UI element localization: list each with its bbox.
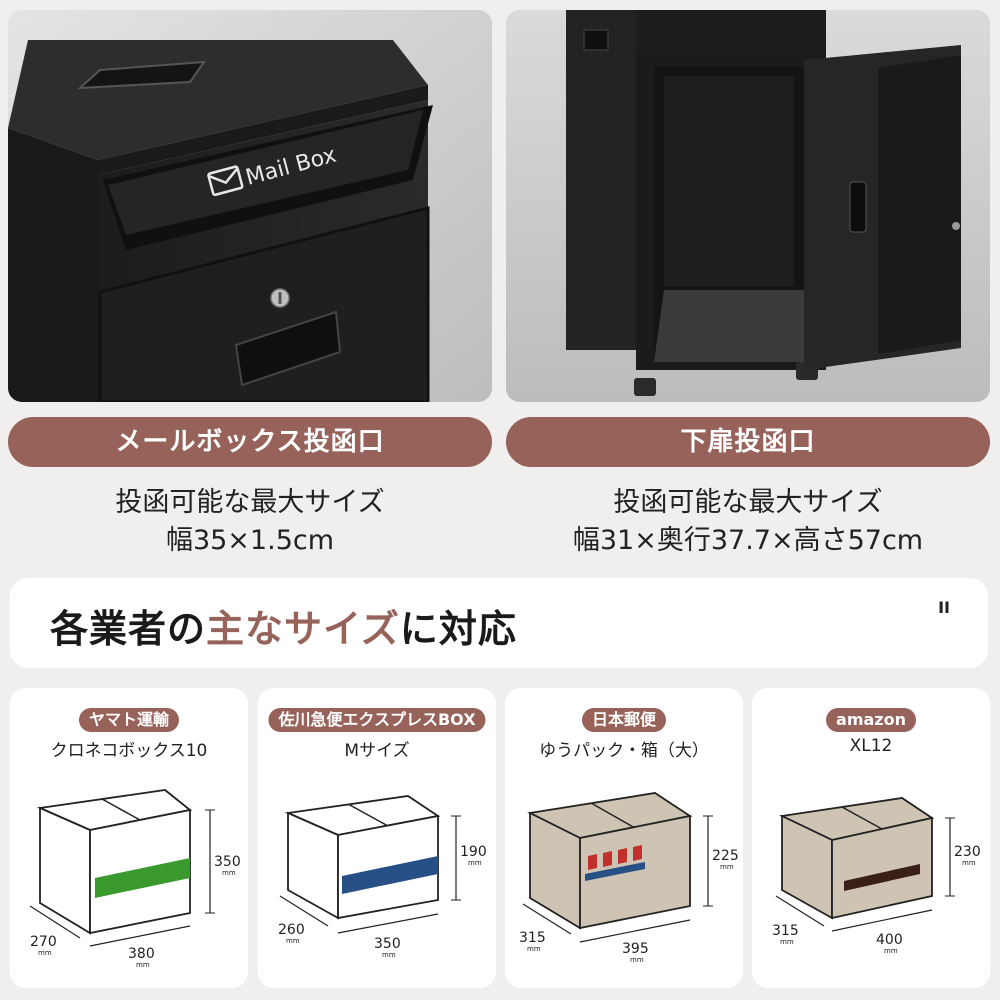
box-depth: 260: [278, 922, 305, 938]
pause-icon[interactable]: II: [938, 598, 950, 617]
svg-text:mm: mm: [720, 863, 734, 871]
carrier-card-japanpost: 日本郵便 ゆうパック・箱（大） 225 mm 315 mm 395 mm: [505, 688, 743, 988]
svg-text:mm: mm: [630, 956, 644, 964]
box-name: XL12: [849, 736, 893, 756]
box-depth: 315: [772, 923, 799, 939]
box-illustration: 350 mm 270 mm 380 mm: [29, 789, 241, 969]
box-width: 395: [622, 941, 649, 957]
mail-slot-label: メールボックス投函口: [8, 417, 492, 467]
box-height: 230: [954, 844, 981, 860]
mail-slot-size-info: 投函可能な最大サイズ 幅35×1.5cm: [8, 484, 492, 560]
box-width: 380: [128, 946, 155, 962]
carrier-sizes-banner: 各業者の主なサイズに対応 II: [10, 578, 988, 668]
svg-text:mm: mm: [468, 859, 482, 867]
svg-text:mm: mm: [780, 938, 794, 946]
box-illustration: 230 mm 315 mm 400 mm: [772, 797, 981, 955]
mailbox-slot-photo: Mail Box: [8, 10, 492, 402]
box-illustration: 225 mm 315 mm 395 mm: [519, 792, 739, 964]
svg-text:mm: mm: [382, 951, 396, 959]
svg-text:mm: mm: [222, 869, 236, 877]
carrier-badge: amazon: [826, 708, 916, 732]
banner-title: 各業者の主なサイズに対応: [50, 598, 517, 653]
lower-door-size-info: 投函可能な最大サイズ 幅31×奥行37.7×高さ57cm: [506, 484, 990, 560]
box-stripe: [95, 858, 190, 898]
max-size-value: 幅35×1.5cm: [165, 525, 335, 556]
box-name: クロネコボックス10: [50, 741, 208, 761]
carrier-card-sagawa: 佐川急便エクスプレスBOX Mサイズ 190 mm 260 mm 350 mm: [258, 688, 496, 988]
carrier-badge: ヤマト運輸: [78, 708, 180, 732]
box-illustration: 190 mm 260 mm 350 mm: [278, 795, 487, 959]
banner-title-highlight: 主なサイズ: [206, 607, 400, 651]
svg-text:mm: mm: [286, 937, 300, 945]
max-size-value: 幅31×奥行37.7×高さ57cm: [572, 525, 924, 556]
max-size-heading: 投函可能な最大サイズ: [613, 487, 883, 518]
banner-title-part2: に対応: [399, 607, 517, 651]
box-stripe: [588, 845, 642, 870]
svg-text:mm: mm: [38, 949, 52, 957]
box-width: 350: [374, 936, 401, 952]
carrier-card-amazon: amazon XL12 230 mm 315 mm 400 mm: [752, 688, 990, 988]
svg-text:mm: mm: [884, 947, 898, 955]
box-height: 350: [214, 854, 241, 870]
carrier-badge: 佐川急便エクスプレスBOX: [268, 708, 486, 732]
svg-text:mm: mm: [136, 961, 150, 969]
box-depth: 315: [519, 930, 546, 946]
box-stripe: [844, 864, 920, 891]
svg-text:mm: mm: [962, 859, 976, 867]
box-height: 190: [460, 844, 487, 860]
box-name: ゆうパック・箱（大）: [539, 741, 709, 761]
max-size-heading: 投函可能な最大サイズ: [115, 487, 385, 518]
box-width: 400: [876, 932, 903, 948]
box-stripe: [342, 856, 438, 894]
lower-door-label: 下扉投函口: [506, 417, 990, 467]
carrier-badge: 日本郵便: [581, 708, 667, 732]
box-height: 225: [712, 848, 739, 864]
svg-text:mm: mm: [527, 945, 541, 953]
box-name: Mサイズ: [344, 741, 410, 761]
banner-title-part1: 各業者の: [50, 607, 207, 651]
lower-door-photo: [506, 10, 990, 402]
box-depth: 270: [30, 934, 57, 950]
carrier-card-yamato: ヤマト運輸 クロネコボックス10 350 mm 270 mm 380 mm: [10, 688, 248, 988]
envelope-icon: [207, 165, 244, 197]
